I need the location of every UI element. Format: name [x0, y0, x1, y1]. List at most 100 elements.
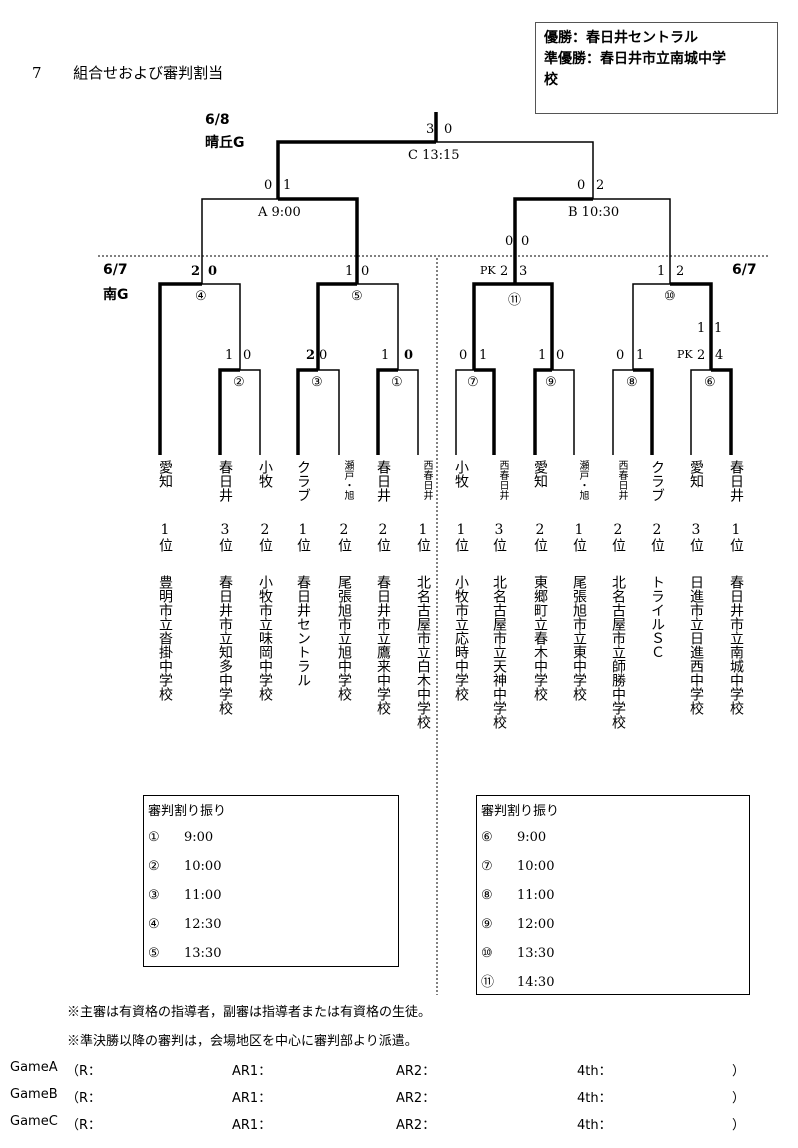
- team-region: 瀬戸・旭: [342, 460, 353, 500]
- m6-score-right: 4: [715, 348, 724, 363]
- semi-a-label: A 9:00: [258, 205, 301, 220]
- m5-score-left: 1: [345, 264, 354, 279]
- lower-date: 6/7: [103, 262, 128, 278]
- team-rank: 1位: [571, 522, 587, 552]
- game-row-c: GameC （R： AR1： AR2： 4th： ）: [10, 1114, 746, 1133]
- team-school: 小牧市立味岡中学校: [257, 575, 273, 701]
- referee-heading: 審判割り振り: [481, 804, 560, 819]
- runner-up-text-cont: 校: [544, 72, 558, 88]
- team-region: 西春日井: [497, 460, 508, 500]
- m10-number: ⑩: [664, 289, 676, 304]
- final-label: C 13:15: [408, 148, 460, 163]
- m1-score-left: 1: [381, 348, 390, 363]
- team-region: 春日井: [375, 460, 391, 502]
- m9-score-left: 1: [538, 348, 547, 363]
- semi-b-score-left: 0: [577, 178, 586, 193]
- semi-a-score-right: 1: [283, 178, 292, 193]
- semi-b-label: B 10:30: [568, 205, 620, 220]
- team-region: 小牧: [453, 460, 469, 488]
- semi-b-extra-left: 0: [505, 234, 514, 249]
- m3-score-left: 2: [306, 348, 316, 363]
- team-region: 愛知: [157, 460, 173, 488]
- m3-number: ③: [311, 375, 323, 390]
- referee-heading: 審判割り振り: [148, 804, 227, 819]
- m5-number: ⑤: [351, 289, 363, 304]
- team-region: クラブ: [295, 460, 311, 502]
- m6-pk: PK: [677, 348, 693, 361]
- m2-score-left: 1: [225, 348, 234, 363]
- note-line-2: ※準決勝以降の審判は，会場地区を中心に審判部より派遣。: [67, 1034, 418, 1049]
- team-rank: 2位: [532, 522, 548, 552]
- team-rank: 2位: [610, 522, 626, 552]
- m6-extra-right: 1: [714, 321, 723, 336]
- m7-number: ⑦: [467, 375, 479, 390]
- team-region: 瀬戸・旭: [577, 460, 588, 500]
- m6-number: ⑥: [704, 375, 716, 390]
- team-school: 春日井セントラル: [295, 575, 311, 687]
- m6-extra-left: 1: [697, 321, 706, 336]
- m2-number: ②: [233, 375, 245, 390]
- team-rank: 1位: [415, 522, 431, 552]
- team-rank: 2位: [257, 522, 273, 552]
- m11-pk: PK: [480, 264, 496, 277]
- team-rank: 1位: [453, 522, 469, 552]
- team-school: 尾張旭市立東中学校: [571, 575, 587, 701]
- m6-score-left: 2: [697, 348, 706, 363]
- m4-score-left: 2: [191, 264, 201, 279]
- team-school: 東郷町立春木中学校: [532, 575, 548, 701]
- team-rank: 3位: [688, 522, 704, 552]
- m11-score-right: 3: [519, 264, 528, 279]
- lower-venue: 南G: [103, 287, 129, 303]
- game-row-b: GameB （R： AR1： AR2： 4th： ）: [10, 1087, 746, 1106]
- team-region: 西春日井: [421, 460, 432, 500]
- team-school: トライルＳＣ: [649, 575, 665, 659]
- m8-score-left: 0: [616, 348, 625, 363]
- team-rank: 1位: [728, 522, 744, 552]
- team-school: 豊明市立沓掛中学校: [157, 575, 173, 701]
- team-school: 尾張旭市立旭中学校: [336, 575, 352, 701]
- result-box: 優勝：春日井セントラル 準優勝：春日井市立南城中学 校: [535, 22, 778, 114]
- m11-score-left: 2: [500, 264, 509, 279]
- team-rank: 1位: [157, 522, 173, 552]
- final-score-left: 3: [426, 122, 435, 137]
- team-rank: 2位: [336, 522, 352, 552]
- game-row-a: GameA （R： AR1： AR2： 4th： ）: [10, 1060, 746, 1079]
- m7-score-left: 0: [459, 348, 468, 363]
- team-rank: 2位: [375, 522, 391, 552]
- note-line-1: ※主審は有資格の指導者，副審は指導者または有資格の生徒。: [67, 1005, 432, 1020]
- team-region: クラブ: [649, 460, 665, 502]
- team-school: 日進市立日進西中学校: [688, 575, 704, 715]
- final-score-right: 0: [444, 122, 453, 137]
- m4-number: ④: [195, 289, 207, 304]
- m10-score-left: 1: [657, 264, 666, 279]
- right-date: 6/7: [732, 262, 757, 278]
- team-region: 愛知: [688, 460, 704, 488]
- m7-score-right: 1: [479, 348, 488, 363]
- m5-score-right: 0: [361, 264, 370, 279]
- m4-score-right: 0: [208, 264, 218, 279]
- team-rank: 2位: [649, 522, 665, 552]
- section-number: 7: [32, 64, 42, 82]
- semi-a-score-left: 0: [264, 178, 273, 193]
- team-rank: 1位: [295, 522, 311, 552]
- team-region: 春日井: [217, 460, 233, 502]
- m10-score-right: 2: [676, 264, 685, 279]
- m9-score-right: 0: [556, 348, 565, 363]
- team-school: 春日井市立鷹来中学校: [375, 575, 391, 715]
- m8-score-right: 1: [636, 348, 645, 363]
- team-school: 春日井市立南城中学校: [728, 575, 744, 715]
- m1-score-right: 0: [404, 348, 414, 363]
- semi-b-extra-right: 0: [521, 234, 530, 249]
